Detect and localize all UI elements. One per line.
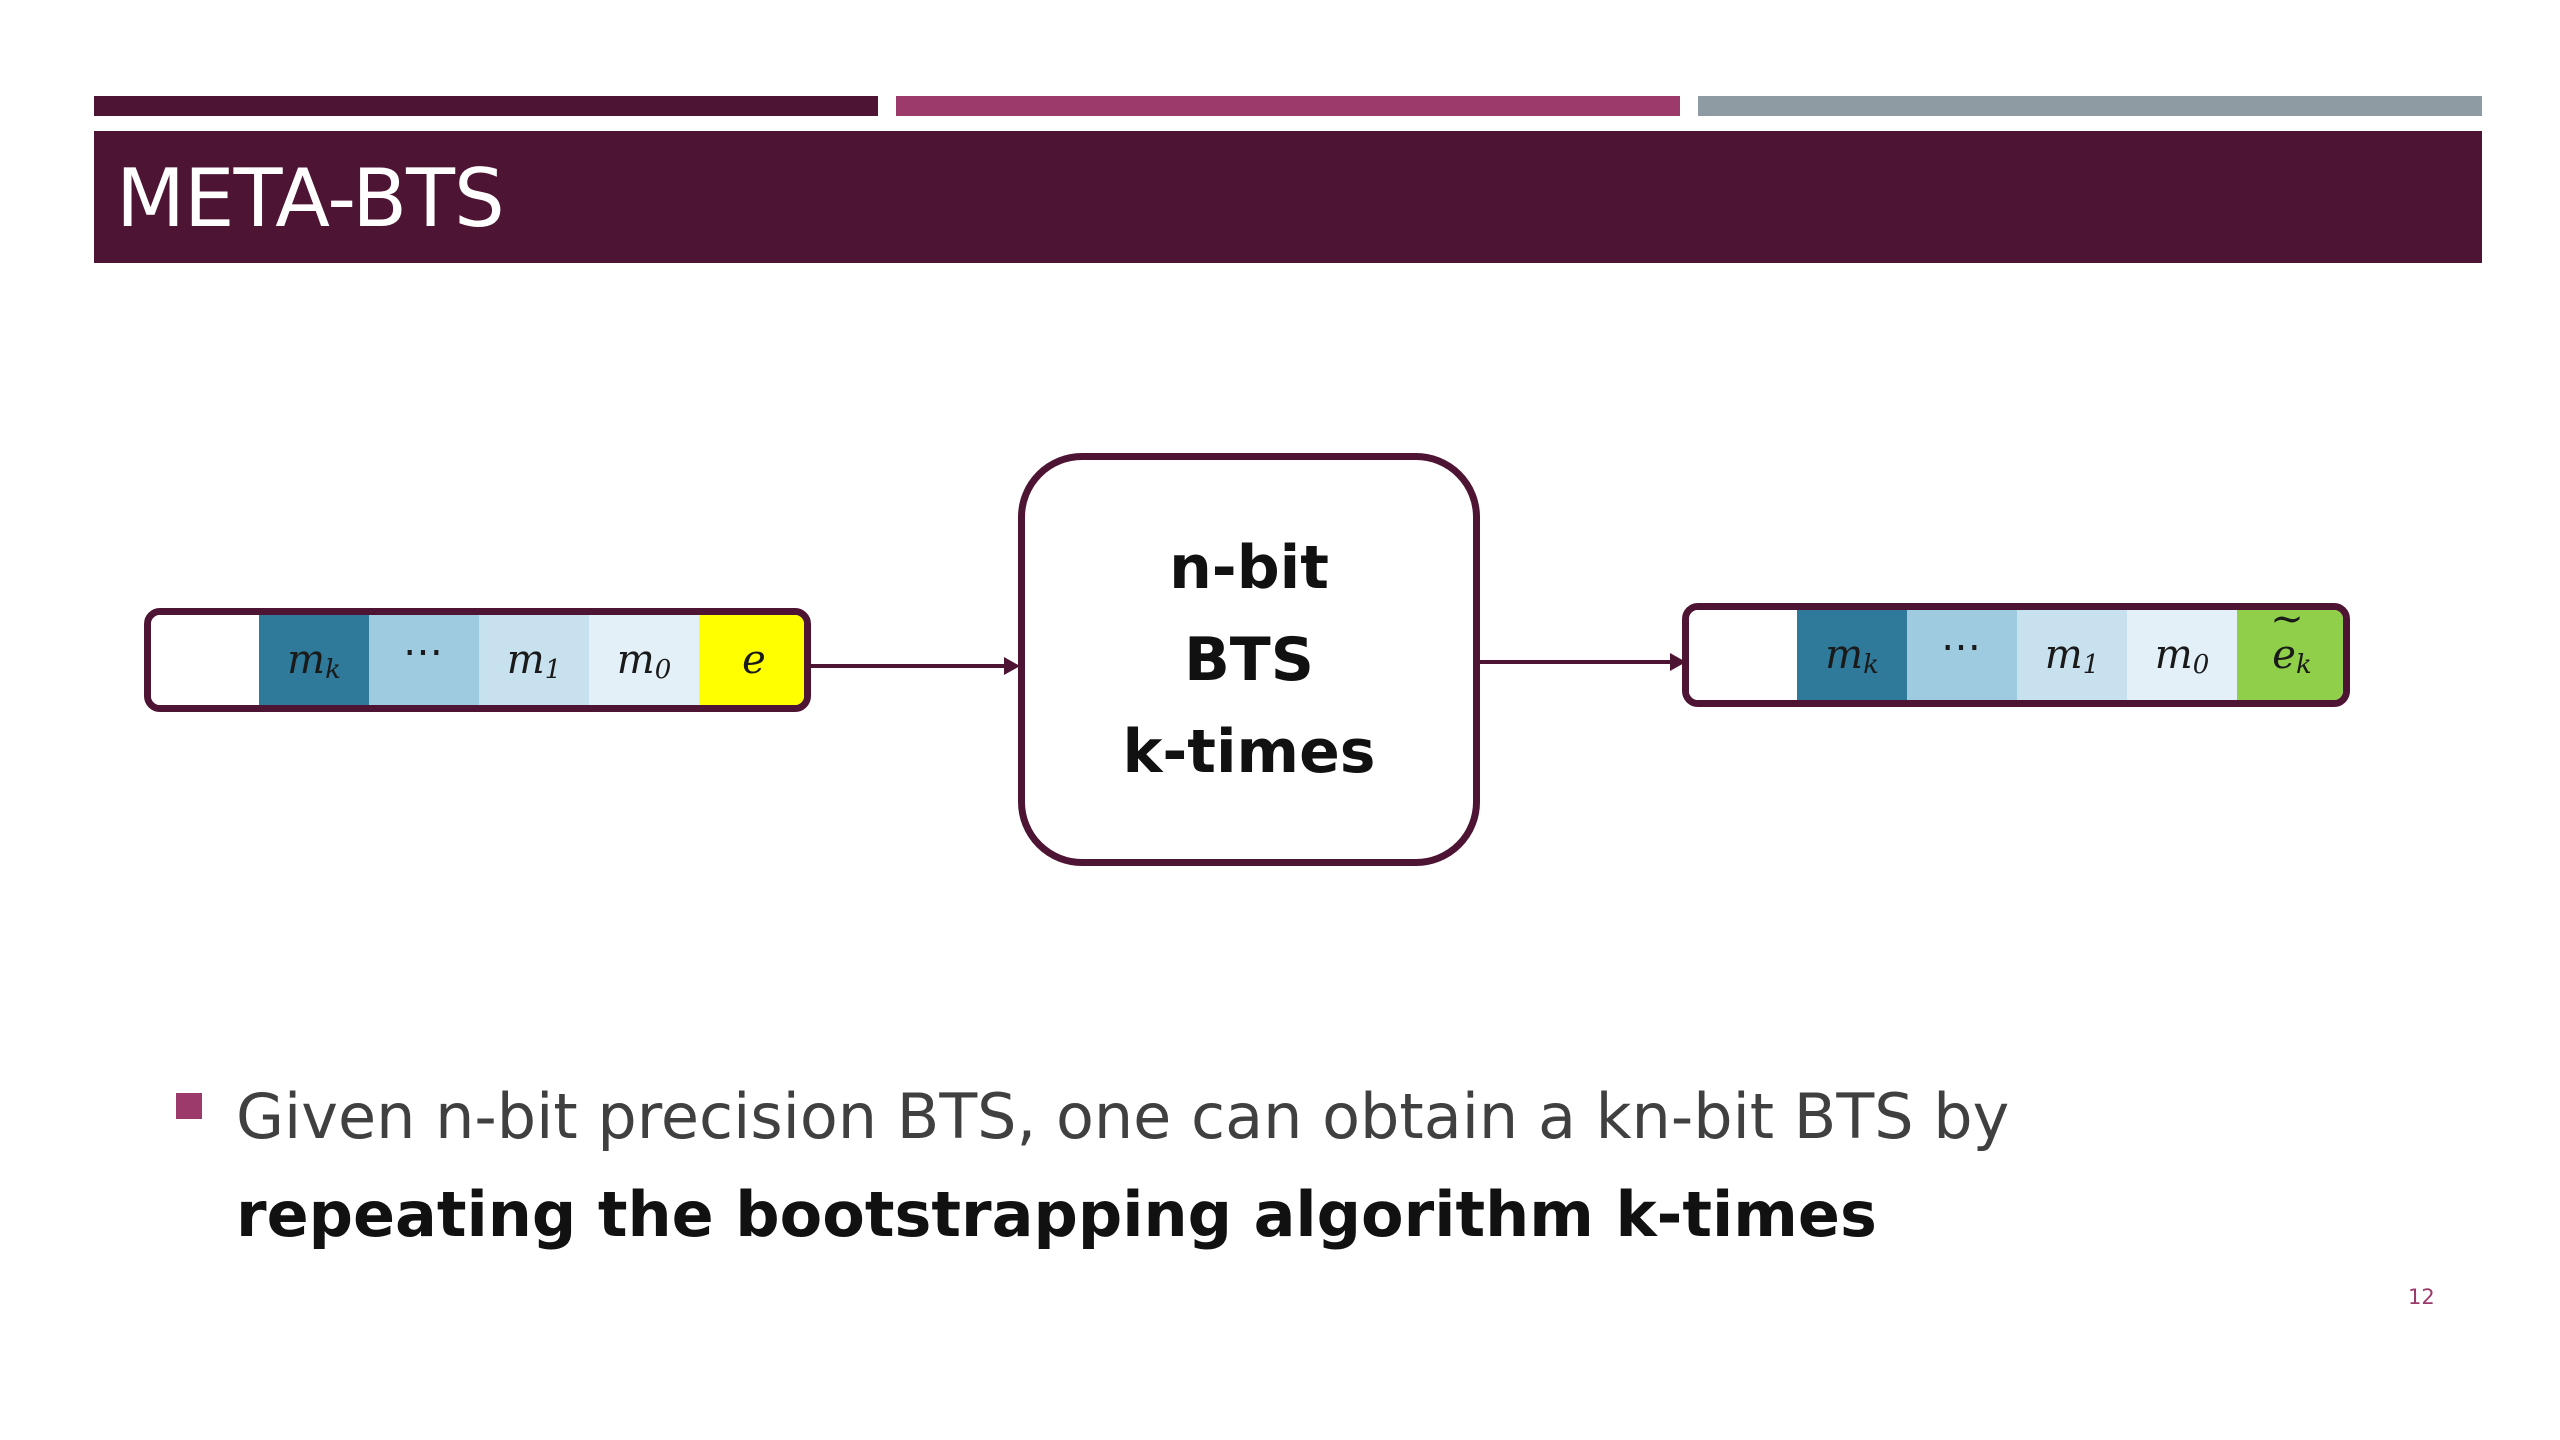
bullet-marker	[176, 1093, 202, 1119]
register-empty-slot	[1689, 610, 1797, 700]
arrow-out-line	[1480, 660, 1676, 664]
title-banner: META-BTS	[94, 131, 2482, 263]
slide-title: META-BTS	[116, 152, 505, 245]
accent-bar-dark	[94, 96, 878, 116]
bts-process-box: n-bit BTS k-times	[1018, 453, 1480, 866]
bts-line-repeat: k-times	[1122, 716, 1376, 787]
bullet-text: Given n-bit precision BTS, one can obtai…	[236, 1068, 2436, 1264]
accent-bar-gray	[1698, 96, 2482, 116]
arrow-in-head	[1004, 657, 1020, 675]
output-cell-ellipsis: ⋯	[1907, 610, 2017, 700]
arrow-in-line	[811, 664, 1009, 668]
page-number: 12	[2408, 1285, 2435, 1309]
bts-line-name: BTS	[1184, 624, 1314, 695]
bullet-bold-text: repeating the bootstrapping algorithm k-…	[236, 1178, 1877, 1251]
output-register: mk ⋯ m1 m0 ek	[1682, 603, 2350, 707]
bts-line-precision: n-bit	[1169, 532, 1329, 603]
register-empty-slot	[151, 615, 259, 705]
input-cell-ellipsis: ⋯	[369, 615, 479, 705]
accent-bar-magenta	[896, 96, 1680, 116]
bullet-plain-text: Given n-bit precision BTS, one can obtai…	[236, 1080, 2010, 1153]
output-cell-error-tilde: ek	[2237, 610, 2343, 700]
input-cell-error: e	[699, 615, 804, 705]
